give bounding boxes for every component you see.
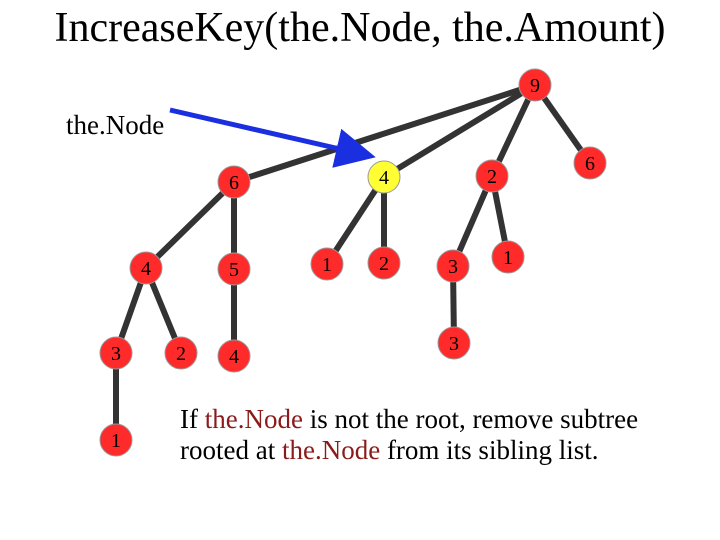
node-circle	[217, 339, 251, 373]
node-key-label: 4	[141, 258, 151, 280]
caption-text: is not the root, remove subtree	[302, 404, 639, 434]
caption-line-1: If the.Node is not the root, remove subt…	[180, 404, 700, 435]
node-key-label: 3	[448, 256, 458, 278]
tree-edge	[489, 82, 538, 179]
node-circle	[475, 159, 509, 193]
node-circle	[129, 251, 163, 285]
tree-node: 3	[99, 336, 133, 370]
node-key-label: 4	[229, 346, 239, 368]
node-circle	[310, 247, 344, 281]
tree-node: 3	[437, 326, 471, 360]
node-circle	[217, 252, 251, 286]
node-circle	[491, 240, 525, 274]
caption-text: If	[180, 404, 205, 434]
node-key-label: 5	[229, 259, 239, 281]
node-key-label: 2	[379, 253, 389, 275]
nodes-layer: 9 6 4 2 6 4 5 1 2 3 1 3 2 4 3 1	[99, 68, 607, 457]
tree-node: 4	[129, 251, 163, 285]
node-circle	[367, 246, 401, 280]
node-circle	[99, 336, 133, 370]
node-circle	[518, 68, 552, 102]
node-key-label: 2	[176, 343, 186, 365]
node-key-label: 6	[229, 172, 239, 194]
tree-edge	[231, 82, 538, 185]
tree-node: 3	[436, 249, 470, 283]
node-key-label: 9	[530, 75, 540, 97]
caption-text: rooted at	[180, 435, 282, 465]
highlighted-tree-node: 4	[367, 160, 401, 194]
caption-highlight: the.Node	[281, 435, 381, 465]
node-circle	[437, 326, 471, 360]
tree-node: 2	[367, 246, 401, 280]
caption-highlight: the.Node	[204, 404, 303, 434]
tree-node: 2	[164, 336, 198, 370]
tree-node: 1	[310, 247, 344, 281]
tree-node: 9	[518, 68, 552, 102]
tree-node: 1	[491, 240, 525, 274]
node-key-label: 4	[379, 167, 389, 189]
node-key-label: 1	[503, 247, 513, 269]
tree-node: 4	[217, 339, 251, 373]
caption-line-2: rooted at the.Node from its sibling list…	[180, 435, 700, 466]
node-key-label: 6	[585, 153, 595, 175]
node-circle	[573, 146, 607, 180]
pointer-arrow	[169, 107, 376, 168]
node-circle	[367, 160, 401, 194]
node-circle	[99, 423, 133, 457]
tree-node: 5	[217, 252, 251, 286]
tree-node: 6	[573, 146, 607, 180]
pointer-label: the.Node	[66, 110, 165, 140]
tree-edge	[324, 174, 387, 267]
node-circle	[436, 249, 470, 283]
tree-node: 2	[475, 159, 509, 193]
node-key-label: 2	[487, 166, 497, 188]
node-circle	[217, 165, 251, 199]
tree-node: 1	[99, 423, 133, 457]
node-key-label: 1	[322, 254, 332, 276]
node-key-label: 1	[111, 430, 121, 452]
caption: If the.Node is not the root, remove subt…	[180, 404, 700, 466]
node-circle	[164, 336, 198, 370]
node-key-label: 3	[111, 343, 121, 365]
tree-edge	[143, 179, 237, 271]
slide-title: IncreaseKey(the.Node, the.Amount)	[54, 5, 666, 51]
caption-text: from its sibling list.	[380, 435, 599, 465]
node-key-label: 3	[449, 333, 459, 355]
tree-node: 6	[217, 165, 251, 199]
tree-edge	[381, 82, 538, 180]
